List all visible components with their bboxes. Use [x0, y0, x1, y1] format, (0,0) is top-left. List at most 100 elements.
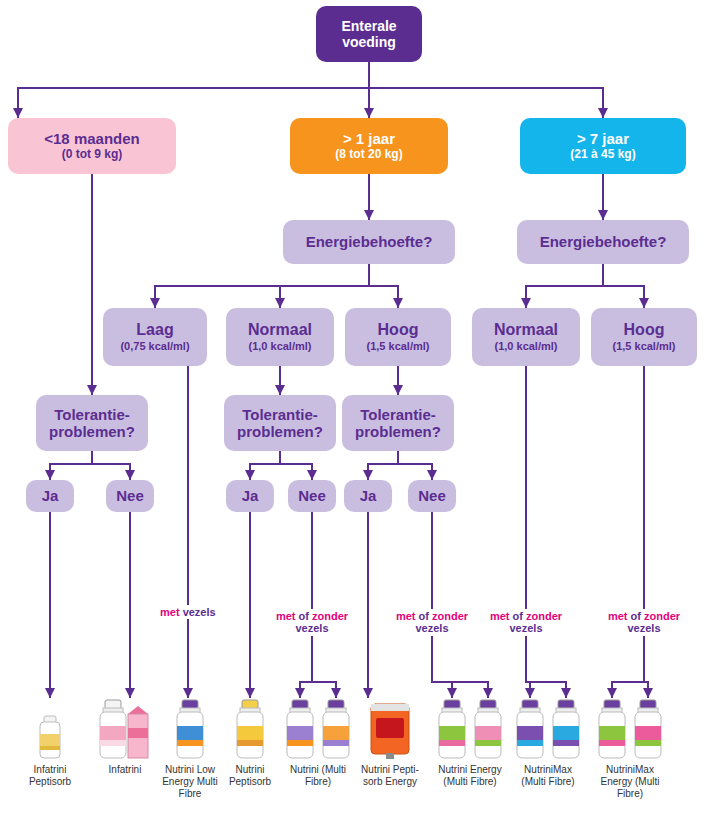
answer-box: Ja [226, 480, 274, 512]
node-text: (1,0 kcal/ml) [249, 340, 312, 353]
label-word: met [608, 610, 631, 622]
product-caption: Nutrini Low Energy Multi Fibre [161, 764, 219, 800]
product-caption: Infatrini Peptisorb [21, 764, 79, 788]
node-text: > 7 jaar [577, 130, 629, 147]
product-illustration [96, 698, 154, 760]
connector [92, 451, 130, 480]
edge-label: met of zonder vezels [480, 609, 572, 636]
bottle-body [517, 712, 543, 758]
node-text: Energiebehoefte? [540, 233, 667, 250]
fork-branch [432, 682, 488, 698]
node-text: Tolerantie- problemen? [42, 406, 142, 441]
label-word: vezels [183, 606, 216, 618]
product-illustration [512, 698, 584, 760]
product-illustration [21, 698, 79, 760]
fork-branch [644, 682, 648, 698]
node-text: Hoog [378, 321, 419, 339]
node-text: (0 tot 9 kg) [62, 148, 123, 162]
connector [280, 264, 369, 308]
node-text: (21 à 45 kg) [570, 148, 635, 162]
connector [50, 451, 92, 480]
energy-box: Hoog(1,5 kcal/ml) [591, 308, 697, 366]
node-text: Ja [242, 487, 259, 504]
connector [397, 366, 399, 395]
connector [300, 512, 312, 698]
bottle-label [599, 726, 625, 740]
answer-box: Nee [288, 480, 336, 512]
node-text: (1,5 kcal/ml) [367, 340, 430, 353]
answer-box: Nee [408, 480, 456, 512]
bottle-band [40, 746, 60, 750]
product-illustration [282, 698, 354, 760]
node-text: Normaal [494, 321, 558, 339]
bottle-body [40, 722, 60, 758]
connector [367, 512, 369, 698]
node-text: Enterale voeding [322, 18, 416, 50]
label-word: of [299, 610, 312, 622]
bottle-body [599, 712, 625, 758]
connector [280, 451, 312, 480]
product-illustration [434, 698, 506, 760]
label-word: of [513, 610, 526, 622]
bottle-label [177, 726, 203, 740]
start-box: Enterale voeding [316, 6, 422, 62]
product-illustration [361, 698, 419, 760]
fork-branch [526, 682, 566, 698]
node-text: Ja [360, 487, 377, 504]
answer-box: Nee [106, 480, 154, 512]
node-text: Tolerantie- problemen? [348, 406, 448, 441]
product-illustration [161, 698, 219, 760]
edge-label: met vezels [157, 605, 219, 620]
node-text: Hoog [624, 321, 665, 339]
connector [603, 264, 644, 308]
bottle-band [599, 740, 625, 746]
node-text: (8 tot 20 kg) [335, 148, 402, 162]
pouch-label [376, 718, 404, 738]
product-caption: NutriniMax (Multi Fibre) [512, 764, 584, 788]
bottle-label [287, 726, 313, 740]
product-illustration [221, 698, 279, 760]
bottle-body [475, 712, 501, 758]
product-item: Nutrini Low Energy Multi Fibre [161, 698, 219, 800]
connector [129, 512, 131, 698]
pouch-seal [371, 704, 409, 711]
bottle-body [439, 712, 465, 758]
connector [432, 512, 452, 698]
bottle-body [323, 712, 349, 758]
label-word: met [490, 610, 513, 622]
bottle-label [323, 726, 349, 740]
product-caption: Nutrini Peptisorb [221, 764, 279, 788]
edge-label: met of zonder vezels [598, 609, 690, 636]
node-text: Nee [418, 487, 446, 504]
age-box: <18 maanden(0 tot 9 kg) [8, 118, 176, 174]
node-text: Normaal [248, 321, 312, 339]
product-item: Infatrini [96, 698, 154, 776]
bottle-band [475, 740, 501, 746]
pouch-spout [386, 753, 394, 759]
bottle-body [635, 712, 661, 758]
connector [369, 264, 398, 308]
fork-branch [312, 682, 336, 698]
connector [249, 512, 251, 698]
question-box: Tolerantie- problemen? [36, 395, 148, 451]
connector [368, 174, 370, 220]
product-item: NutriniMax (Multi Fibre) [512, 698, 584, 788]
bottle-label [100, 726, 126, 740]
label-word: vezels [415, 622, 448, 634]
bottle-band [237, 740, 263, 746]
fork-layer [312, 682, 648, 698]
carton-band [128, 728, 148, 738]
product-item: Nutrini Pepti- sorb Energy [361, 698, 419, 788]
connector [398, 451, 432, 480]
edge-label: met of zonder vezels [266, 609, 358, 636]
node-text: (1,0 kcal/ml) [495, 340, 558, 353]
node-text: (0,75 kcal/ml) [120, 340, 189, 353]
bottle-body [553, 712, 579, 758]
bottle-band [323, 740, 349, 746]
label-word: zonder [312, 610, 348, 622]
node-text: Laag [136, 321, 173, 339]
label-word: zonder [432, 610, 468, 622]
node-text: (1,5 kcal/ml) [613, 340, 676, 353]
bottle-label [439, 726, 465, 740]
